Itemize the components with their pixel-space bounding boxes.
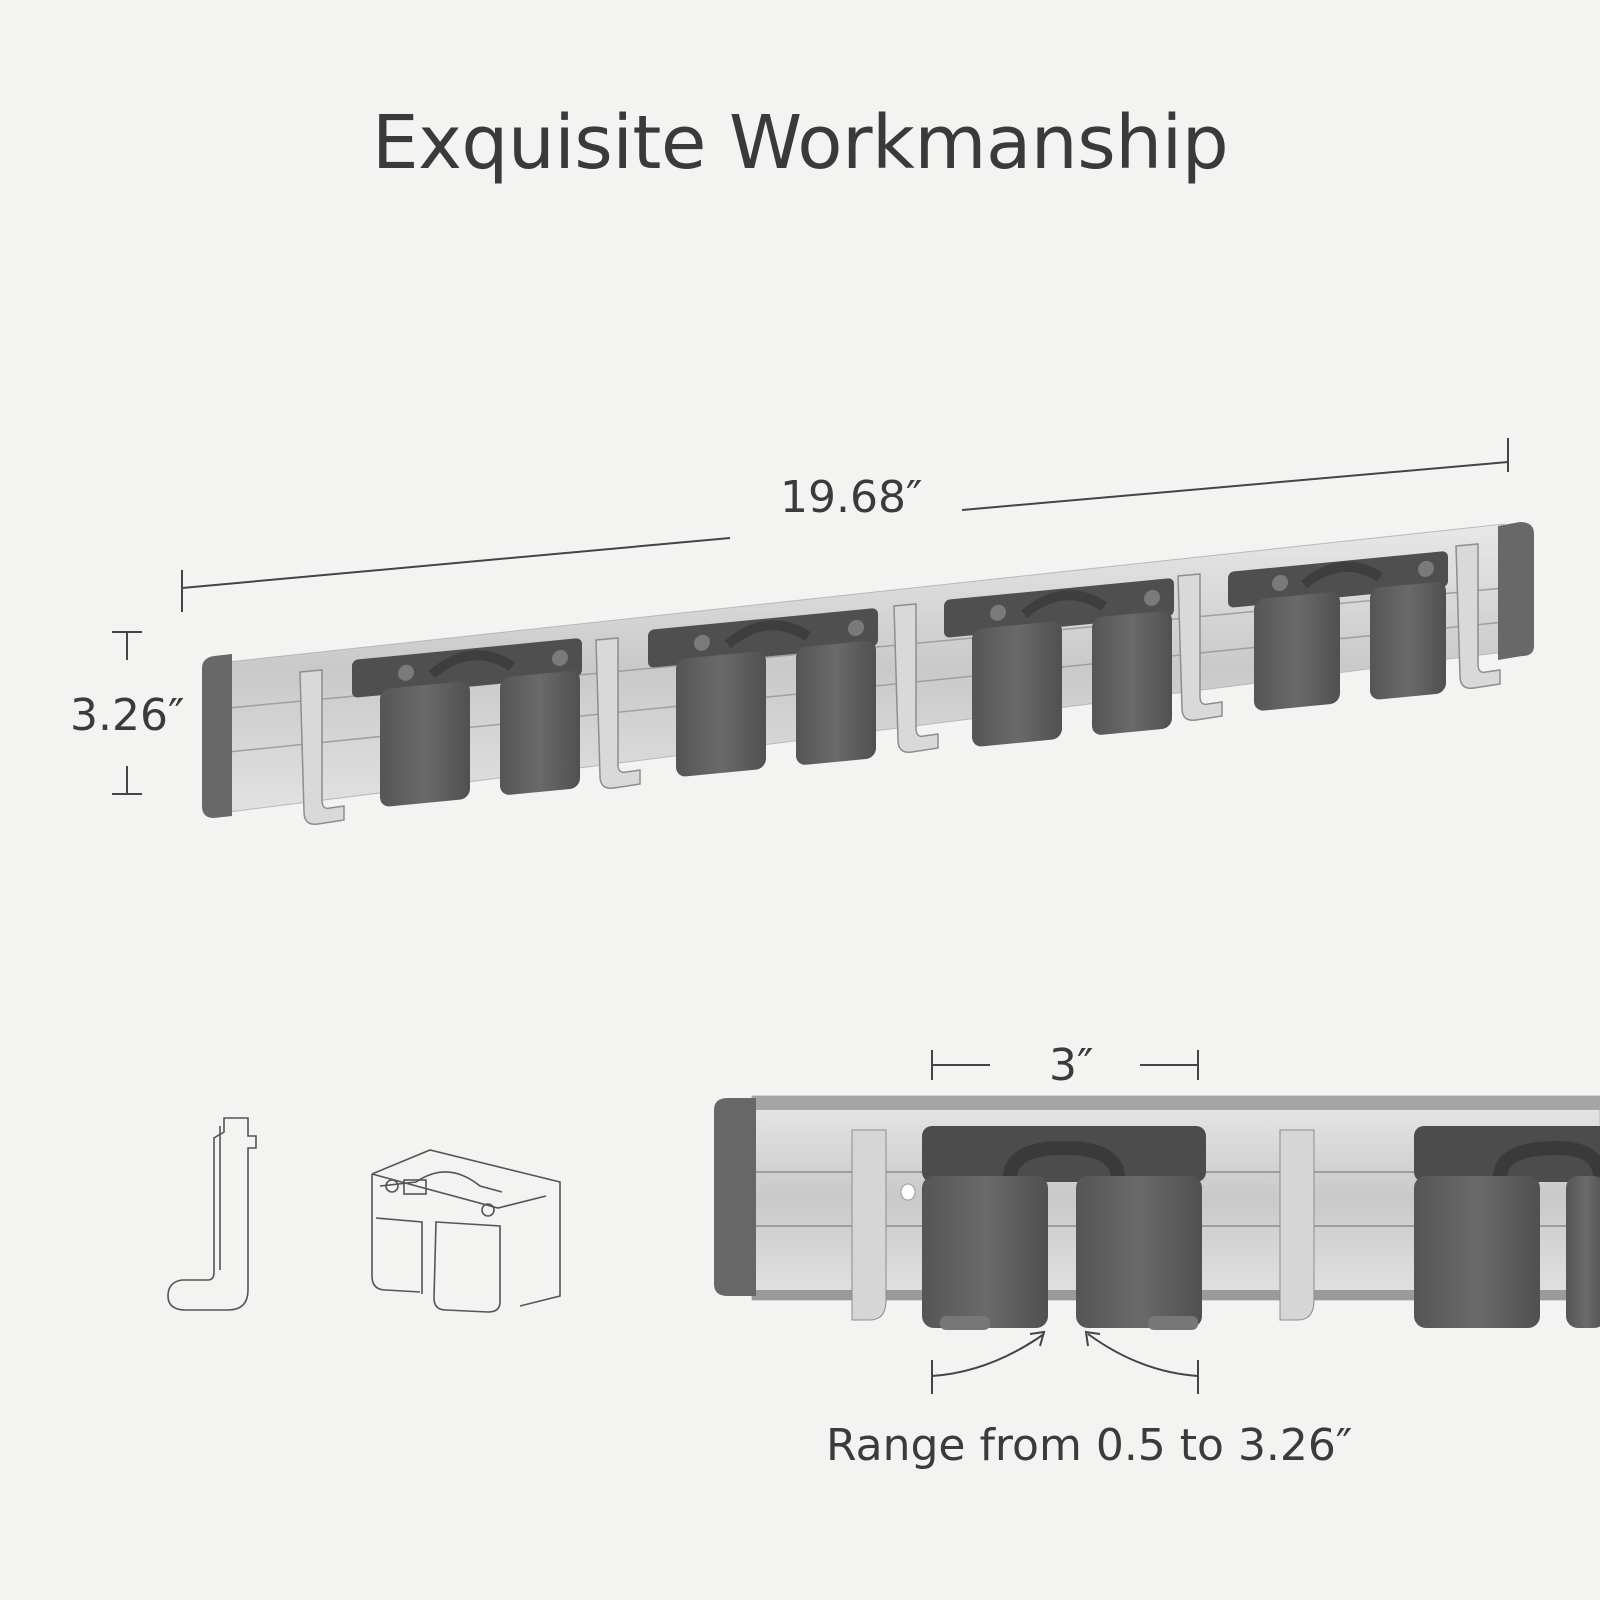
clamp-unit (944, 578, 1174, 747)
hook-outline-icon (167, 1117, 257, 1311)
closeup-end-cap (714, 1098, 756, 1296)
closeup-clamp (922, 1126, 1206, 1330)
hooks (299, 543, 1501, 825)
full-rack (112, 438, 1534, 825)
height-dimension-line (112, 631, 142, 795)
gap-label: 3″ (1049, 1040, 1094, 1091)
length-label: 19.68″ (780, 472, 923, 523)
clamp-unit (352, 638, 582, 807)
closeup-hook (1279, 1129, 1315, 1321)
height-label: 3.26″ (70, 690, 185, 741)
range-caption: Range from 0.5 to 3.26″ (826, 1420, 1353, 1471)
closeup-clamp (1414, 1126, 1600, 1328)
end-cap-left (202, 654, 232, 818)
clamp-unit (648, 608, 878, 777)
end-cap-right (1498, 522, 1534, 660)
gap-dimension-line (931, 1050, 1199, 1080)
page-title: Exquisite Workmanship (371, 100, 1229, 186)
clamp-unit (1228, 551, 1448, 711)
clamp-outline-icon (371, 1149, 561, 1313)
closeup-detail (714, 1050, 1600, 1394)
length-dimension-line (181, 438, 1509, 612)
closeup-hook (851, 1129, 887, 1321)
range-arrows (931, 1330, 1199, 1394)
clamp-units (352, 551, 1448, 807)
